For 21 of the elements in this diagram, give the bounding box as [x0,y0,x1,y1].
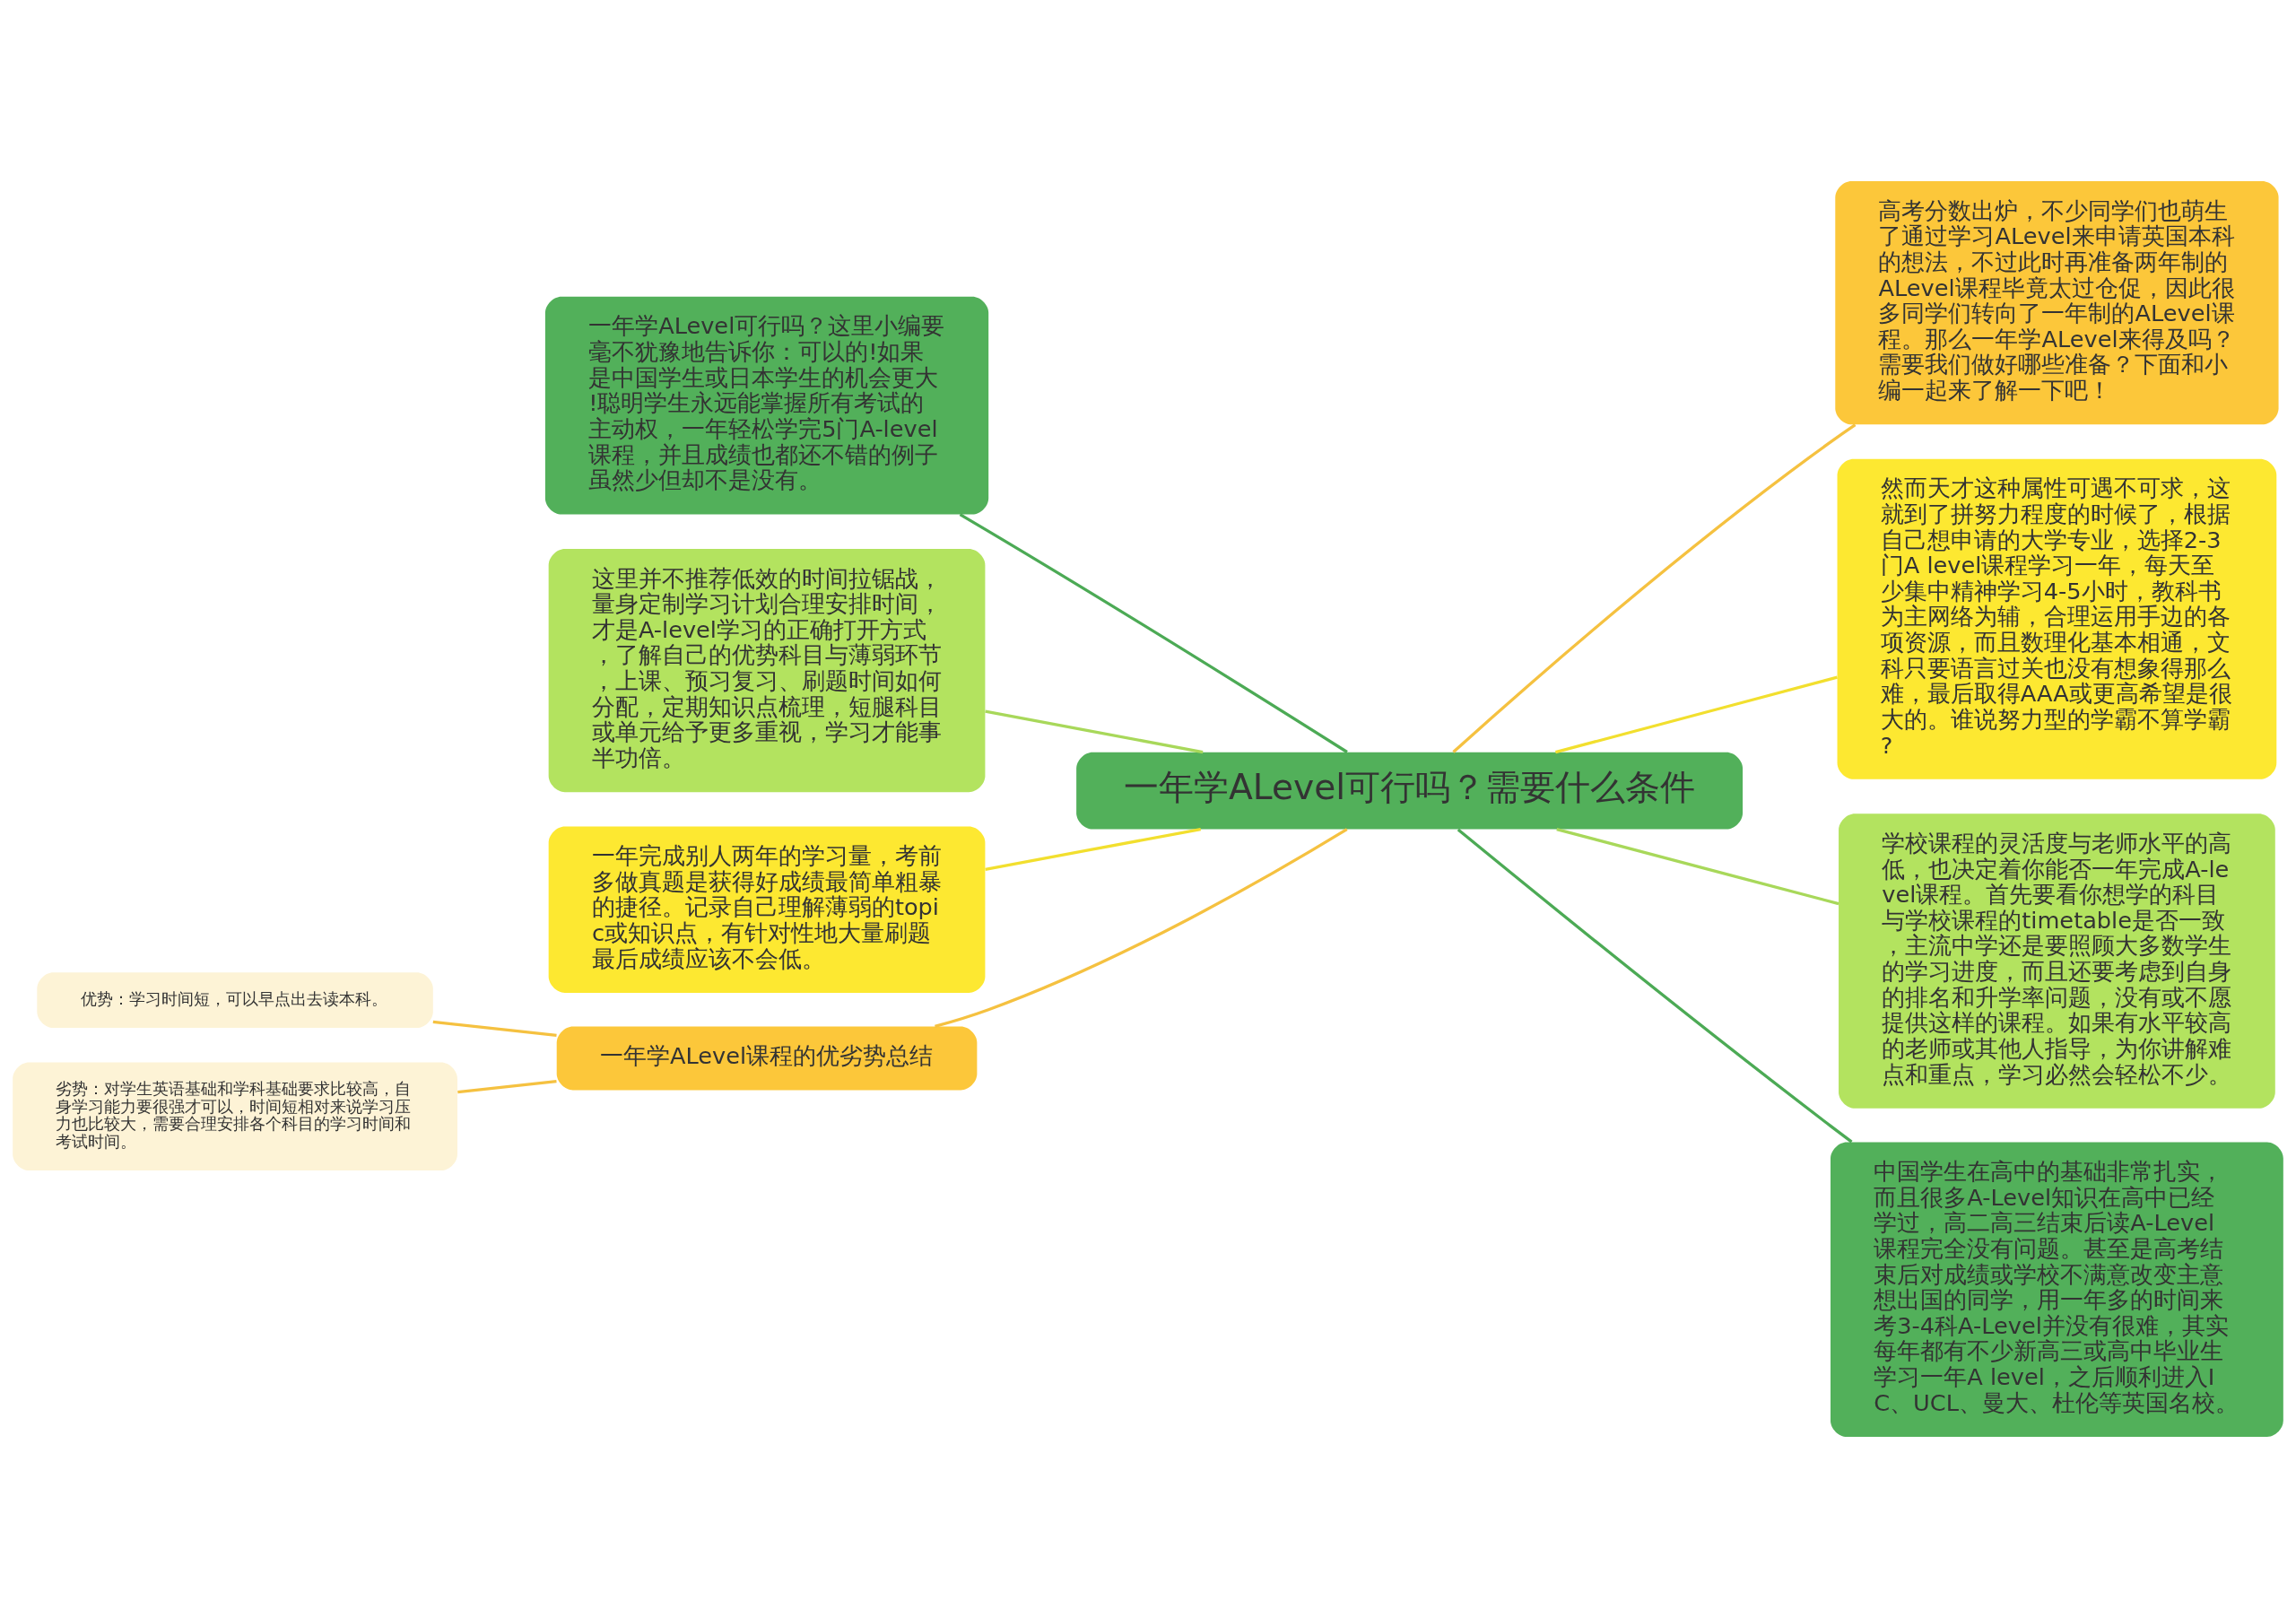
connector [1556,828,1839,906]
node-box: 劣势：对学生英语基础和学科基础要求比较高，自身学习能力要很强才可以，时间短相对来说学习压力也比较大，需要合理安排各个科目的学习时间和考试时间。 [13,1062,457,1171]
node-box: 中国学生在高中的基础非常扎实，而且很多A-Level知识在高中已经学过，高二高三结束后读A-Level课程完全没有问题。甚至是高考结束后对成绩或学校不满意改变主意想出国的同学，用一年多的时间来考3-4科A-Level并没有很难，其实每年都有不少新高三或高中毕业生学习一年A level，之后顺利进入IC、UCL、曼大、杜伦等英国名校。 [1831,1142,2283,1437]
node-box: 这里并不推荐低效的时间拉锯战，量身定制学习计划合理安排时间，才是A-level学习的正确打开方式，了解自己的优势科目与薄弱环节，上课、预习复习、刷题时间如何分配，定期知识点梳理，短腿科目或单元给予更多重视，学习才能事半功倍。 [548,548,986,793]
node-box: 学校课程的灵活度与老师水平的高低，也决定着你能否一年完成A-level课程。首先要看你想学的科目与学校课程的timetable是否一致，主流中学还是要照顾大多数学生的学习进度，而且还要考虑到自身的排名和升学率问题，没有或不愿提供这样的课程。如果有水平较高的老师或其他人指导，为你讲解难点和重点，学习必然会轻松不少。 [1839,813,2275,1109]
node-box: 高考分数出炉，不少同学们也萌生了通过学习ALevel来申请英国本科的想法，不过此时再准备两年制的ALevel课程毕竟太过仓促，因此很多同学们转向了一年制的ALevel课程。那么一年学ALevel来得及吗？需要我们做好哪些准备？下面和小编一起来了解一下吧！ [1835,181,2279,425]
node-box: 一年学ALevel可行吗？需要什么条件 [1076,752,1744,830]
connector [432,1020,557,1038]
node-box: 一年学ALevel可行吗？这里小编要毫不犹豫地告诉你：可以的!如果是中国学生或日本学生的机会更大!聪明学生永远能掌握所有考试的主动权，一年轻松学完5门A-level课程，并且成绩也都还不错的例子虽然少但却不是没有。 [544,296,989,515]
connector [457,1080,557,1094]
connector [1555,675,1838,754]
connector [985,828,1202,871]
node-box: 然而天才这种属性可遇不可求，这就到了拼努力程度的时候了，根据自己想申请的大学专业，选择2-3门A level课程学习一年，每天至少集中精神学习4-5小时，教科书为主网络为辅，合理运用手边的各项资源，而且数理化基本相通，文科只要语言过关也没有想象得那么难，最后取得AAA或更高希望是很大的。谁说努力型的学霸不算学霸? [1837,458,2277,779]
connector [959,513,1348,753]
connector [1452,423,1857,753]
connector [935,828,1348,1029]
connector [1457,828,1853,1144]
connector [985,709,1204,754]
node-box: 一年完成别人两年的学习量，考前多做真题是获得好成绩最简单粗暴的捷径。记录自己理解薄弱的topic或知识点，有针对性地大量刷题最后成绩应该不会低。 [548,826,986,993]
node-box: 一年学ALevel课程的优劣势总结 [556,1026,978,1091]
node-box: 优势：学习时间短，可以早点出去读本科。 [37,972,433,1029]
